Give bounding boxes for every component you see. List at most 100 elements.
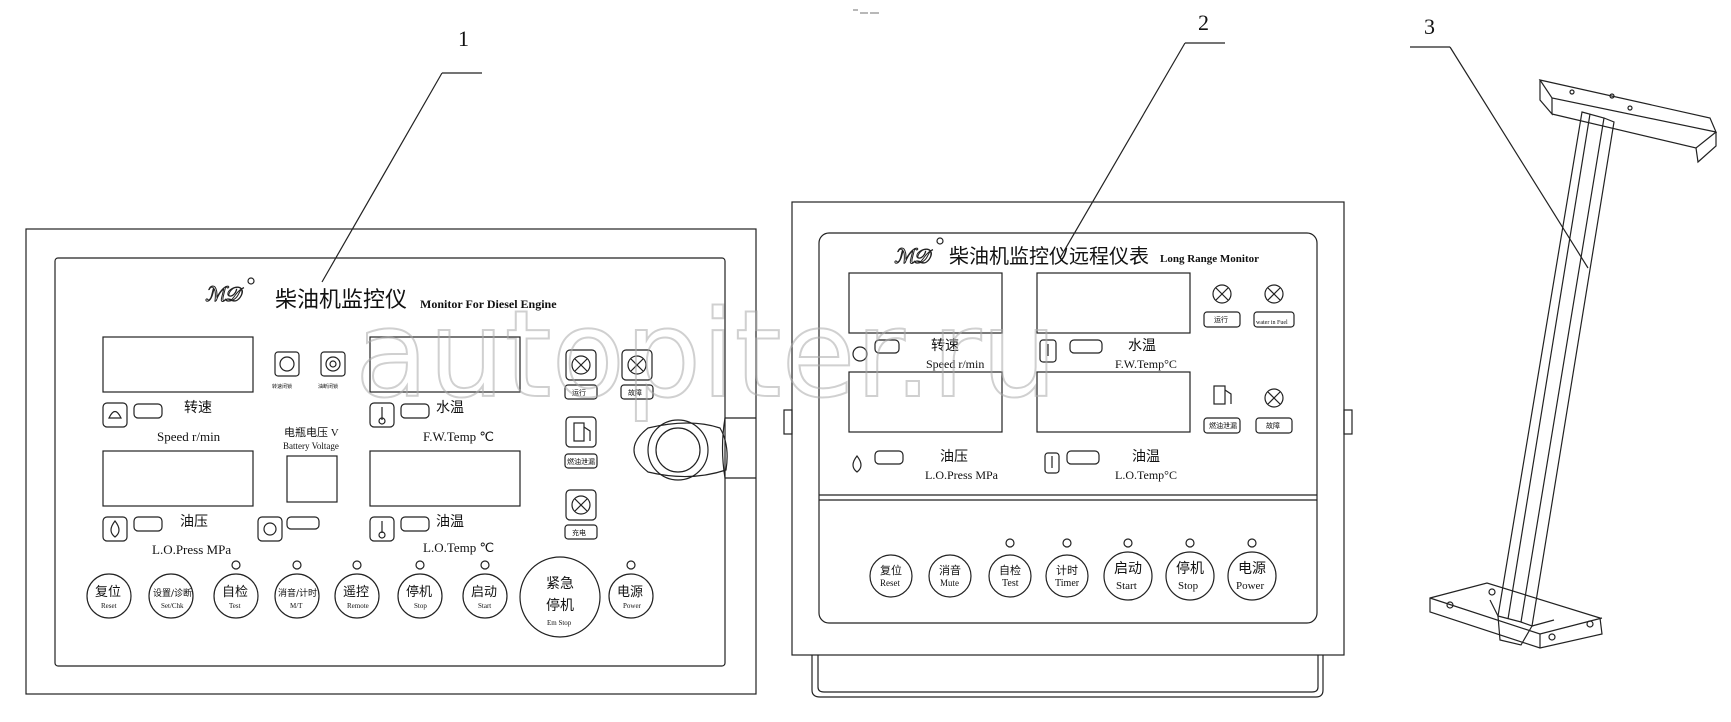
panel-1-logo: ℳ𝒟 bbox=[205, 277, 255, 307]
panel-2-handle bbox=[811, 655, 1324, 698]
panel-1-oiltemp-display bbox=[369, 450, 521, 507]
panel-2-stop-button[interactable]: 停机 Stop bbox=[1165, 538, 1215, 601]
panel-1-water-cn: 水温 bbox=[436, 400, 464, 416]
panel-1-side-notch bbox=[721, 417, 756, 479]
panel-1-battery-cn: 电瓶电压 V bbox=[284, 425, 339, 439]
panel-2-right-bolt bbox=[1343, 409, 1353, 435]
panel-1-oil-display bbox=[102, 450, 254, 507]
svg-text:停机: 停机 bbox=[1176, 560, 1204, 577]
panel-1-stop-button[interactable]: 停机 Stop bbox=[397, 560, 443, 619]
svg-text:启动: 启动 bbox=[1114, 561, 1142, 577]
svg-text:Reset: Reset bbox=[880, 578, 900, 588]
panel-1-title-en: Monitor For Diesel Engine bbox=[420, 297, 557, 311]
panel-1-oiltemp-cn: 油温 bbox=[436, 514, 464, 530]
panel-2-left-bolt bbox=[783, 409, 793, 435]
panel-1-fuel-lamp: 燃油泄漏 bbox=[564, 416, 598, 469]
panel-2-power-button[interactable]: 电源 Power bbox=[1227, 538, 1277, 601]
svg-text:自检: 自检 bbox=[999, 563, 1021, 577]
panel-2-oiltemp-display bbox=[1036, 371, 1191, 433]
panel-2-fuel-lamp: 燃油泄漏 bbox=[1203, 385, 1241, 434]
panel-1-setchk-button[interactable]: 设置/诊断 Set/Chk bbox=[148, 573, 194, 619]
panel-2-inner-frame bbox=[818, 232, 1318, 624]
panel-1-knob-ring bbox=[633, 419, 728, 481]
panel-1-test-button[interactable]: 自检 Test bbox=[213, 560, 259, 619]
svg-text:Start: Start bbox=[1116, 580, 1137, 592]
panel-2-water-display bbox=[1036, 272, 1191, 334]
svg-text:油温: 油温 bbox=[1132, 449, 1160, 465]
panel-2-reset-button[interactable]: 复位 Reset bbox=[869, 554, 913, 598]
panel-2-test-button[interactable]: 自检 Test bbox=[988, 538, 1032, 598]
panel-1-charge-lamp: 充电 bbox=[564, 489, 598, 540]
panel-2-button-row: 复位 Reset 消音 Mute 自检 Test 计时 Timer bbox=[869, 538, 1277, 601]
panel-2-run-lamp: 运行 bbox=[1203, 284, 1241, 328]
svg-text:水温: 水温 bbox=[1128, 338, 1156, 354]
callout-2-number: 2 bbox=[1198, 10, 1209, 35]
svg-text:运行: 运行 bbox=[1214, 315, 1228, 324]
svg-text:消音: 消音 bbox=[939, 563, 961, 577]
panel-1-run-lamp: 运行 bbox=[564, 349, 598, 400]
svg-text:燃油泄漏: 燃油泄漏 bbox=[1209, 421, 1237, 430]
svg-text:电源: 电源 bbox=[1238, 561, 1266, 577]
panel-1-battery-display bbox=[286, 455, 338, 503]
svg-text:充电: 充电 bbox=[572, 528, 586, 537]
callout-1: 1 bbox=[321, 26, 482, 283]
panel-2-mute-button[interactable]: 消音 Mute bbox=[928, 554, 972, 598]
panel-1-remote-button[interactable]: 遥控 Remote bbox=[334, 560, 380, 619]
panel-2-logo: ℳ𝒟 bbox=[894, 237, 944, 269]
panel-1-speed-cn: 转速 bbox=[184, 400, 212, 416]
svg-text:油压: 油压 bbox=[940, 449, 968, 465]
svg-text:L.O.Temp°C: L.O.Temp°C bbox=[1115, 468, 1177, 482]
svg-text:ℳ𝒟: ℳ𝒟 bbox=[205, 284, 244, 306]
svg-text:燃油泄漏: 燃油泄漏 bbox=[567, 457, 595, 466]
svg-text:复位: 复位 bbox=[95, 585, 121, 600]
svg-text:Stop: Stop bbox=[414, 602, 427, 610]
callout-1-number: 1 bbox=[458, 26, 469, 51]
panel-2-oiltemp-label: 油温 L.O.Temp°C bbox=[1044, 449, 1177, 482]
svg-text:电源: 电源 bbox=[617, 585, 643, 600]
panel-1-reset-button[interactable]: 复位 Reset bbox=[86, 573, 132, 619]
svg-text:启动: 启动 bbox=[471, 585, 497, 600]
panel-2-oil-display bbox=[848, 371, 1003, 433]
panel-1-water-in-fuel-icon bbox=[257, 516, 320, 542]
panel-1-fault-lamp: 故障 bbox=[620, 349, 654, 400]
svg-text:Speed r/min: Speed r/min bbox=[926, 357, 984, 371]
svg-text:Mute: Mute bbox=[940, 578, 959, 588]
panel-2-remote-monitor: ℳ𝒟 柴油机监控仪远程仪表 Long Range Monitor 转速 Spee… bbox=[783, 201, 1353, 698]
panel-2-water-label: 水温 F.W.Temp°C bbox=[1039, 338, 1177, 371]
svg-text:停机: 停机 bbox=[406, 584, 432, 600]
panel-1-outer-frame bbox=[25, 228, 757, 695]
svg-text:油断闭锁: 油断闭锁 bbox=[318, 383, 338, 390]
svg-text:M/T: M/T bbox=[290, 602, 303, 610]
panel-1-battery-en: Battery Voltage bbox=[283, 441, 339, 451]
svg-text:故障: 故障 bbox=[628, 388, 642, 397]
svg-text:Test: Test bbox=[229, 602, 241, 610]
panel-1-speed-display bbox=[102, 336, 254, 393]
callout-3: 3 bbox=[1410, 14, 1589, 269]
svg-text:自检: 自检 bbox=[222, 585, 248, 600]
panel-2-title-cn: 柴油机监控仪远程仪表 bbox=[949, 244, 1149, 268]
svg-text:Remote: Remote bbox=[347, 602, 369, 610]
mounting-bracket bbox=[1429, 79, 1718, 649]
svg-text:Reset: Reset bbox=[101, 602, 117, 610]
panel-2-title-en: Long Range Monitor bbox=[1160, 253, 1259, 265]
panel-1-mt-button[interactable]: 消音/计时 M/T bbox=[274, 560, 320, 619]
panel-1-water-label: 水温 F.W.Temp ℃ bbox=[369, 400, 494, 444]
panel-1-power-button[interactable]: 电源 Power bbox=[608, 560, 654, 619]
svg-text:Start: Start bbox=[478, 602, 491, 610]
panel-1-speed-en: Speed r/min bbox=[157, 429, 221, 444]
callout-3-number: 3 bbox=[1424, 14, 1435, 39]
panel-2-oil-label: 油压 L.O.Press MPa bbox=[852, 449, 999, 482]
panel-1-water-en: F.W.Temp ℃ bbox=[423, 429, 494, 444]
panel-1-start-button[interactable]: 启动 Start bbox=[462, 560, 508, 619]
panel-1-oil-label: 油压 L.O.Press MPa bbox=[102, 514, 231, 557]
panel-2-water-in-fuel-lamp: water in Fuel bbox=[1253, 284, 1295, 328]
panel-1-oiltemp-label: 油温 L.O.Temp ℃ bbox=[369, 514, 494, 555]
svg-text:water in Fuel: water in Fuel bbox=[1256, 320, 1288, 326]
panel-2-speed-label: 转速 Speed r/min bbox=[852, 338, 984, 371]
panel-2-timer-button[interactable]: 计时 Timer bbox=[1045, 538, 1089, 598]
panel-2-start-button[interactable]: 启动 Start bbox=[1103, 538, 1153, 601]
panel-1-estop-button[interactable]: 紧急 停机 Em Stop bbox=[519, 556, 601, 638]
panel-1-title-cn: 柴油机监控仪 bbox=[275, 288, 407, 313]
